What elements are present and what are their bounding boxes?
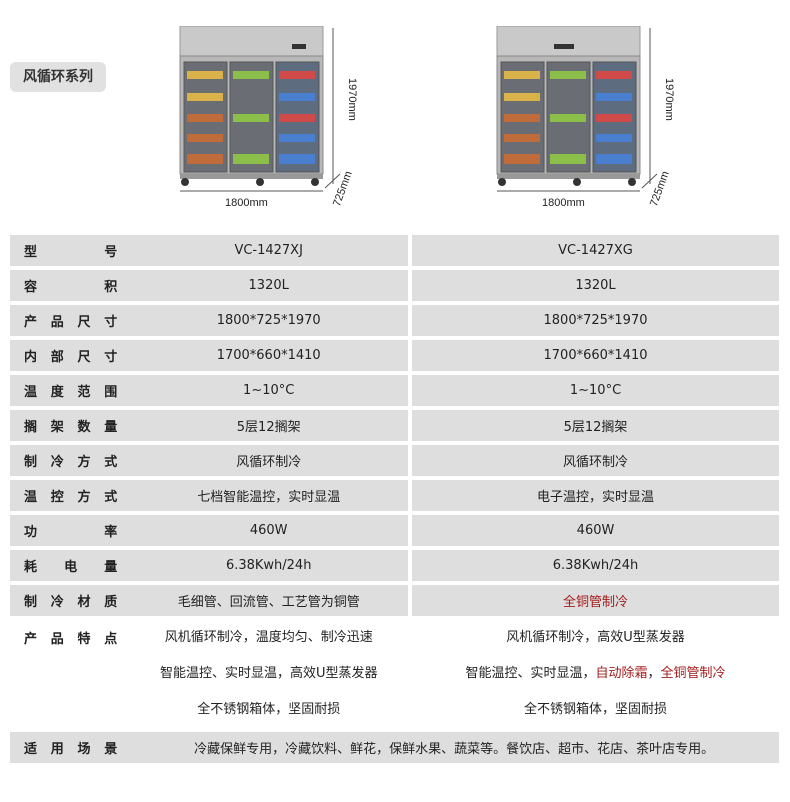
feature-line: 智能温控、实时显温，自动除霜，全铜管制冷 — [412, 656, 779, 692]
row-label: 温控方式 — [10, 480, 130, 511]
consumption-b: 6.38Kwh/24h — [412, 550, 779, 581]
features-a: 风机循环制冷，温度均匀、制冷迅速 智能温控、实时显温，高效U型蒸发器 全不锈钢箱… — [129, 620, 409, 728]
row-label: 型号 — [10, 235, 130, 266]
product-image-2: 1800mm 1970mm 725mm — [492, 26, 675, 216]
table-row: 耗电量 6.38Kwh/24h 6.38Kwh/24h — [10, 550, 779, 581]
inner-size-b: 1700*660*1410 — [412, 340, 779, 371]
row-label: 搁架数量 — [10, 410, 130, 441]
row-label: 耗电量 — [10, 550, 130, 581]
inner-size-a: 1700*660*1410 — [129, 340, 409, 371]
temp-control-a: 七档智能温控，实时显温 — [129, 480, 409, 511]
fridge-illustration — [496, 26, 658, 192]
height-dimension: 1970mm — [346, 78, 358, 121]
feature-line: 全不锈钢箱体，坚固耐损 — [197, 702, 341, 717]
cooling-a: 风循环制冷 — [129, 445, 409, 476]
row-label: 适用场景 — [10, 732, 130, 763]
table-row: 容积 1320L 1320L — [10, 270, 779, 301]
volume-a: 1320L — [129, 270, 409, 301]
row-label: 制冷方式 — [10, 445, 130, 476]
temp-control-b: 电子温控，实时显温 — [412, 480, 779, 511]
cooling-b: 风循环制冷 — [412, 445, 779, 476]
shelves-b: 5层12搁架 — [412, 410, 779, 441]
feature-line: 智能温控、实时显温，高效U型蒸发器 — [159, 666, 378, 681]
size-a: 1800*725*1970 — [129, 305, 409, 336]
size-b: 1800*725*1970 — [412, 305, 779, 336]
feature-text: 智能温控、实时显温， — [465, 666, 596, 681]
model-b: VC-1427XG — [412, 235, 779, 266]
row-label: 产品尺寸 — [10, 305, 130, 336]
table-row: 搁架数量 5层12搁架 5层12搁架 — [10, 410, 779, 441]
table-row: 内部尺寸 1700*660*1410 1700*660*1410 — [10, 340, 779, 371]
features-b: 风机循环制冷，高效U型蒸发器 智能温控、实时显温，自动除霜，全铜管制冷 全不锈钢… — [412, 620, 779, 728]
feature-line: 全不锈钢箱体，坚固耐损 — [524, 702, 668, 717]
height-dimension: 1970mm — [663, 78, 675, 121]
volume-b: 1320L — [412, 270, 779, 301]
table-row: 制冷方式 风循环制冷 风循环制冷 — [10, 445, 779, 476]
feature-highlight: 全铜管制冷 — [660, 666, 726, 681]
row-label: 容积 — [10, 270, 130, 301]
row-label: 内部尺寸 — [10, 340, 130, 371]
feature-highlight: 自动除霜 — [595, 666, 648, 681]
feature-line: 风机循环制冷，温度均匀、制冷迅速 — [164, 630, 373, 645]
model-a: VC-1427XJ — [129, 235, 409, 266]
row-label: 温度范围 — [10, 375, 130, 406]
power-b: 460W — [412, 515, 779, 546]
product-image-1: 1800mm 1970mm 725mm — [175, 26, 358, 216]
material-a: 毛细管、回流管、工艺管为铜管 — [129, 585, 409, 616]
table-row: 产品尺寸 1800*725*1970 1800*725*1970 — [10, 305, 779, 336]
temp-range-a: 1~10°C — [129, 375, 409, 406]
row-label: 产品特点 — [10, 620, 130, 728]
table-row: 制冷材质 毛细管、回流管、工艺管为铜管 全铜管制冷 — [10, 585, 779, 616]
table-row: 温度范围 1~10°C 1~10°C — [10, 375, 779, 406]
temp-range-b: 1~10°C — [412, 375, 779, 406]
feature-separator: ， — [647, 666, 661, 681]
series-label: 风循环系列 — [10, 62, 106, 92]
shelves-a: 5层12搁架 — [129, 410, 409, 441]
table-row: 功率 460W 460W — [10, 515, 779, 546]
usage-text: 冷藏保鲜专用，冷藏饮料、鲜花，保鲜水果、蔬菜等。餐饮店、超市、花店、茶叶店专用。 — [129, 732, 779, 763]
table-row: 温控方式 七档智能温控，实时显温 电子温控，实时显温 — [10, 480, 779, 511]
row-label: 制冷材质 — [10, 585, 130, 616]
table-row-features: 产品特点 风机循环制冷，温度均匀、制冷迅速 智能温控、实时显温，高效U型蒸发器 … — [10, 620, 779, 728]
material-b: 全铜管制冷 — [412, 585, 779, 616]
row-label: 功率 — [10, 515, 130, 546]
spec-table: 型号 VC-1427XJ VC-1427XG 容积 1320L 1320L 产品… — [10, 231, 779, 767]
power-a: 460W — [129, 515, 409, 546]
table-row: 型号 VC-1427XJ VC-1427XG — [10, 235, 779, 266]
feature-line: 风机循环制冷，高效U型蒸发器 — [506, 630, 685, 645]
width-dimension: 1800mm — [542, 197, 585, 209]
table-row: 适用场景 冷藏保鲜专用，冷藏饮料、鲜花，保鲜水果、蔬菜等。餐饮店、超市、花店、茶… — [10, 732, 779, 763]
width-dimension: 1800mm — [225, 197, 268, 209]
fridge-illustration — [179, 26, 341, 192]
consumption-a: 6.38Kwh/24h — [129, 550, 409, 581]
